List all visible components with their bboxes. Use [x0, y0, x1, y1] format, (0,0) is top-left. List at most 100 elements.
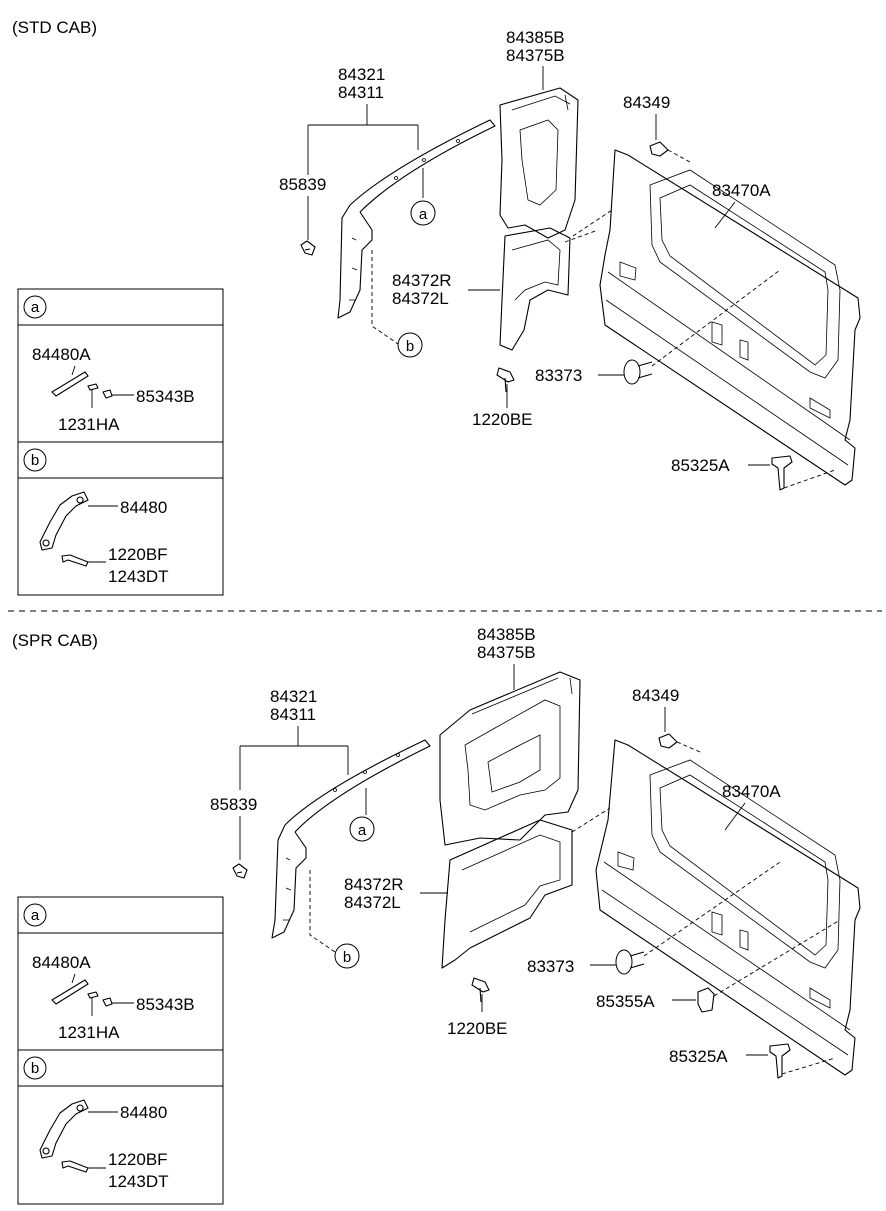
std-label-84480A: 84480A [32, 345, 91, 364]
std-label-1231HA: 1231HA [58, 415, 120, 434]
std-label-83373: 83373 [535, 366, 582, 385]
spr-inset-a-header: a [31, 907, 40, 924]
std-label-84375B: 84375B [506, 46, 565, 65]
spr-inset-b-circle [23, 1056, 47, 1080]
std-fastener-84349 [649, 141, 669, 157]
std-label-1220BE: 1220BE [472, 410, 533, 429]
std-screw-1220BE [496, 367, 515, 393]
std-nut-85343B [102, 389, 113, 399]
spr-pin-85325A [769, 1043, 791, 1079]
std-label-83470A: 83470A [712, 181, 771, 200]
std-callout-b-circle [397, 332, 423, 358]
spr-inset-b-header: b [31, 1060, 39, 1077]
spr-label-84480: 84480 [120, 1103, 167, 1122]
std-inset-a-circle [23, 295, 47, 319]
spr-label-85355A: 85355A [596, 992, 655, 1011]
std-label-84372R: 84372R [392, 271, 452, 290]
std-label-84385B: 84385B [506, 28, 565, 47]
spr-leader-84321 [239, 726, 367, 815]
std-label-85325A: 85325A [671, 456, 730, 475]
spr-section-title: (SPR CAB) [12, 631, 98, 650]
std-inset-b-header: b [31, 452, 39, 469]
spr-dash-85355A [713, 919, 841, 997]
std-label-84311: 84311 [338, 83, 384, 102]
std-leader-84321 [307, 104, 424, 198]
std-label-85839: 85839 [279, 175, 326, 194]
std-back-panel-83470A [564, 149, 861, 486]
spr-callout-b-circle [334, 943, 360, 969]
spr-label-1220BE: 1220BE [447, 1019, 508, 1038]
spr-bracket-84480A [51, 979, 89, 1005]
std-label-84480: 84480 [120, 498, 167, 517]
spr-back-panel-83470A [571, 739, 861, 1076]
spr-callout-a-label: a [358, 822, 367, 839]
spr-leader-b [309, 870, 336, 953]
spr-label-1243DT: 1243DT [108, 1172, 168, 1191]
std-label-1243DT: 1243DT [108, 567, 168, 586]
spr-button-83373-stem [629, 951, 645, 969]
spr-label-85325A: 85325A [669, 1047, 728, 1066]
spr-leader-83470A [724, 802, 746, 831]
std-button-83373-stem [637, 361, 653, 379]
std-callout-b-label: b [406, 338, 414, 355]
std-inset-a-header: a [31, 299, 40, 316]
spr-rail-garnish-84321 [271, 739, 431, 939]
std-label-1220BF: 1220BF [108, 545, 168, 564]
spr-clip-85355A [697, 987, 715, 1013]
spr-label-84385B: 84385B [477, 625, 536, 644]
std-bracket-84480A [51, 371, 89, 397]
spr-clip-85839 [232, 863, 248, 879]
std-cab-section: (STD CAB) 84321 84311 85839 a b 84385B 8… [12, 18, 861, 596]
spr-lower-trim-84372R [441, 819, 573, 969]
std-rail-garnish-84321 [337, 119, 496, 319]
std-dash-83373 [651, 269, 781, 367]
spr-bolt-1231HA [87, 991, 99, 999]
spr-label-84311: 84311 [270, 705, 316, 724]
std-dash-85325A [783, 469, 836, 489]
std-inset-b-circle [23, 448, 47, 472]
spr-leader-84480A [71, 973, 76, 984]
std-strap-84480 [39, 491, 89, 551]
spr-label-84480A: 84480A [32, 953, 91, 972]
spr-label-84321: 84321 [270, 687, 317, 706]
std-lower-trim-84372R [499, 227, 571, 351]
spr-label-84372R: 84372R [344, 875, 404, 894]
spr-label-1220BF: 1220BF [108, 1150, 168, 1169]
std-leader-84480A [71, 365, 76, 376]
spr-label-84372L: 84372L [344, 893, 401, 912]
spr-strap-84480 [39, 1099, 89, 1159]
std-bolt-1220BF [61, 554, 89, 567]
spr-label-85343B: 85343B [136, 995, 195, 1014]
spr-cab-section: (SPR CAB) 84321 84311 85839 a b 84385B 8… [12, 625, 861, 1205]
spr-fastener-84349 [658, 733, 678, 749]
spr-button-83373 [615, 949, 633, 975]
std-callout-a-circle [410, 200, 436, 226]
std-upper-trim-84385B [499, 87, 579, 239]
spr-dash-84349 [676, 741, 701, 753]
std-pin-85325A [771, 455, 793, 491]
std-bolt-1231HA [87, 383, 99, 391]
spr-label-84375B: 84375B [477, 643, 536, 662]
std-label-84372L: 84372L [392, 289, 449, 308]
spr-label-83470A: 83470A [722, 782, 781, 801]
std-clip-85839 [300, 240, 316, 256]
std-label-84349: 84349 [623, 93, 670, 112]
std-label-85343B: 85343B [136, 387, 195, 406]
std-label-84321: 84321 [338, 65, 385, 84]
spr-callout-a-circle [349, 816, 375, 842]
spr-bolt-1220BF [61, 1160, 89, 1173]
spr-nut-85343B [102, 997, 113, 1007]
std-callout-a-label: a [419, 206, 428, 223]
std-inset-box: a 84480A 85343B 1231HA b 84480 1220BF 12… [17, 288, 224, 596]
spr-dash-85325A [781, 1057, 836, 1075]
spr-dash-83373 [643, 861, 781, 957]
spr-upper-trim-84385B [439, 671, 581, 846]
std-section-title: (STD CAB) [12, 18, 97, 37]
spr-label-84349: 84349 [632, 686, 679, 705]
std-dash-84349 [667, 149, 691, 163]
spr-screw-1220BE [471, 977, 490, 1003]
spr-label-85839: 85839 [210, 795, 257, 814]
spr-inset-a-circle [23, 903, 47, 927]
spr-label-83373: 83373 [527, 957, 574, 976]
spr-callout-b-label: b [343, 949, 351, 966]
